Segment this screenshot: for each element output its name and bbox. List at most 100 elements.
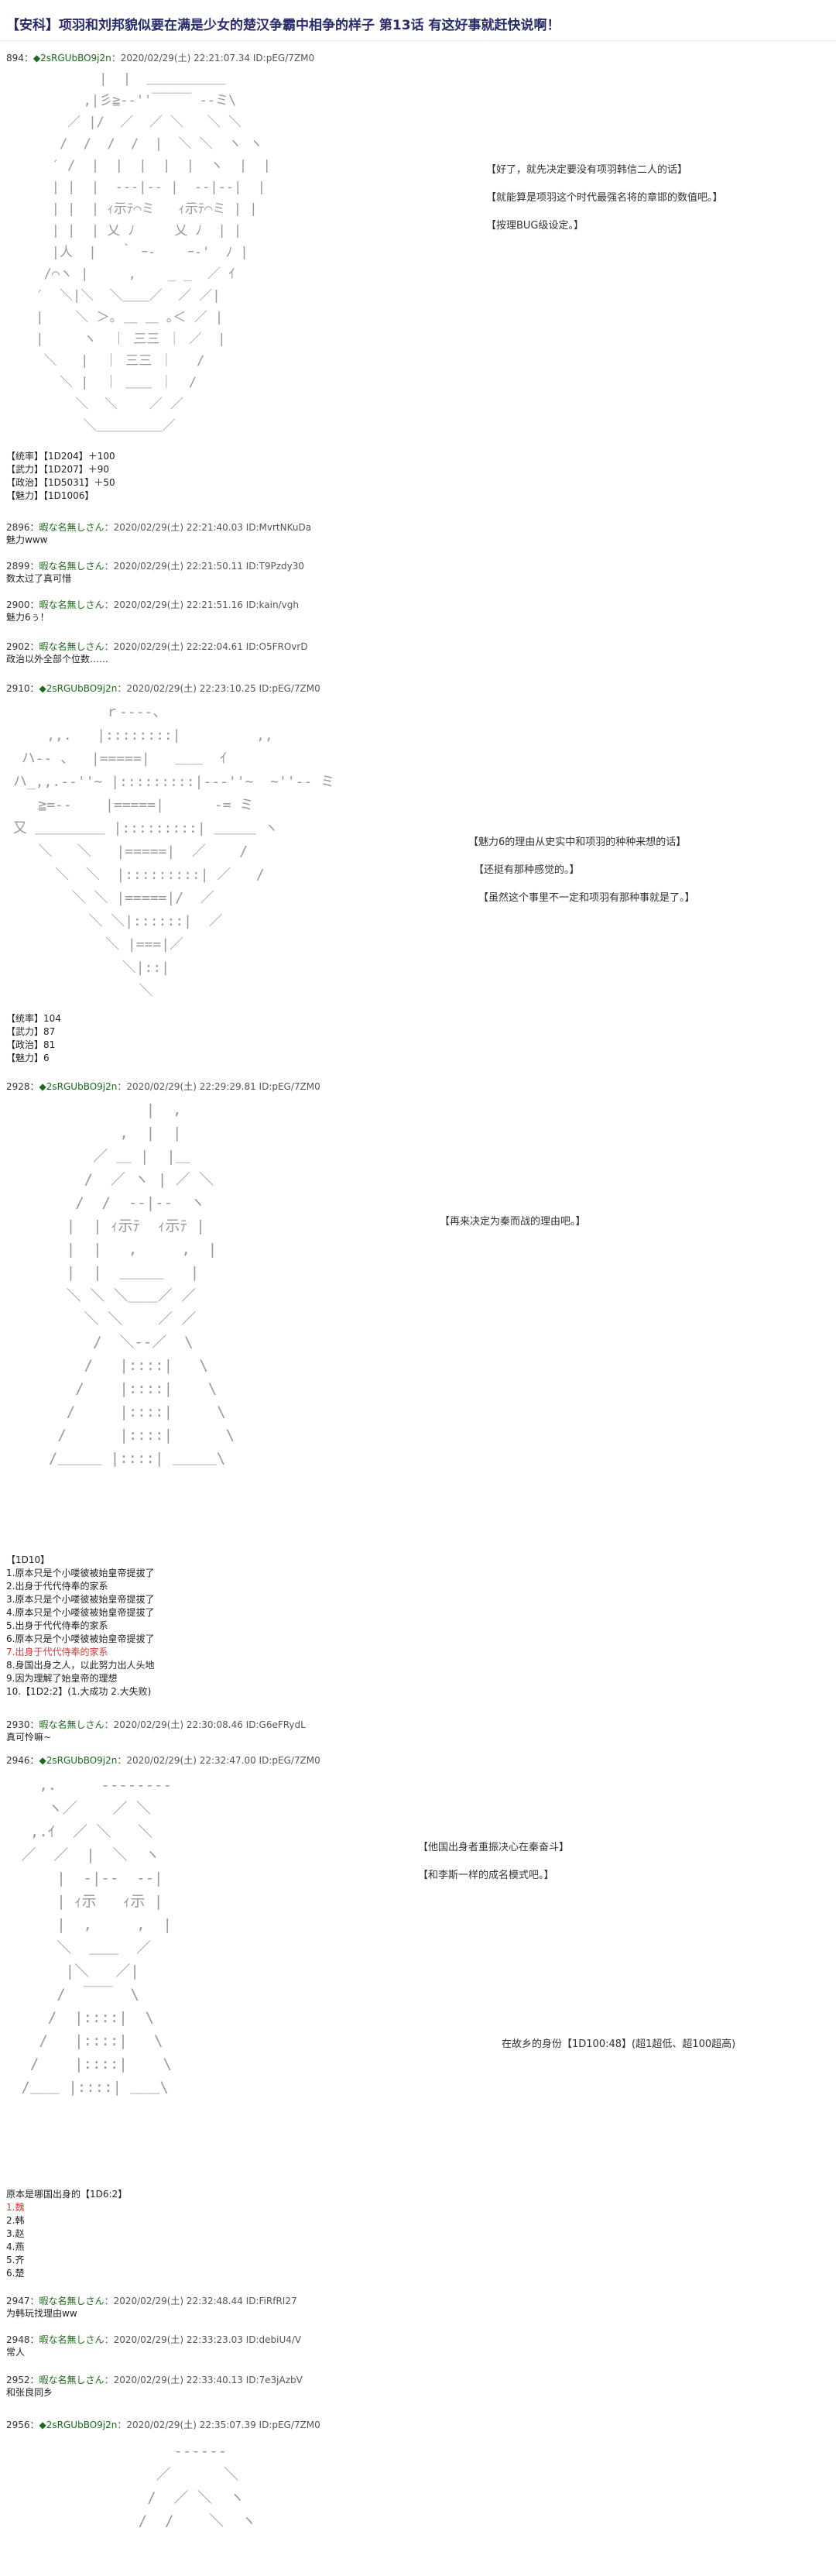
post-meta: ：2020/02/29(土) 22:32:48.44 ID:FiRfRI27: [104, 2296, 297, 2306]
post-body-line: 和张良同乡: [6, 2387, 53, 2398]
post-meta: ：2020/02/29(土) 22:22:04.61 ID:O5FROvrD: [104, 641, 308, 652]
post-note: 【就能算是项羽这个时代最强名将的章邯的数值吧。】: [486, 192, 723, 204]
post-body-line: 7.出身于代代侍奉的家系: [6, 1647, 108, 1657]
post-body-line: 3.原本只是个小喽彼被始皇帝提拔了: [6, 1594, 155, 1605]
post-body-line: 3.赵: [6, 2228, 25, 2239]
post-header: 2930：暇な名無しさん：2020/02/29(土) 22:30:08.46 I…: [6, 1718, 306, 1731]
poster-name: 2sRGUbBO9j2n: [40, 53, 111, 64]
post-body-line: 10.【1D2:2】(1.大成功 2.大失败): [6, 1686, 152, 1697]
post-body-line: 政治以外全部个位数……: [6, 654, 109, 665]
post-body-line: 2.出身于代代侍奉的家系: [6, 1581, 108, 1592]
post-header: 2946：◆2sRGUbBO9j2n：2020/02/29(土) 22:32:4…: [6, 1753, 320, 1767]
ascii-art: | | ＿＿＿＿＿＿ ,|彡≧-‐''￣￣￣ ‐-ミ\ ／ |/ ／ ／ ＼ ＼…: [36, 71, 271, 434]
post-meta: ：2020/02/29(土) 22:21:07.34 ID:pEG/7ZM0: [111, 53, 315, 64]
post-note: 【和李斯一样的成名模式吧。】: [418, 1870, 554, 1881]
post-body-line: 4.原本只是个小喽彼被始皇帝提拔了: [6, 1607, 155, 1618]
post-number[interactable]: 2930：: [6, 1719, 39, 1730]
post-number[interactable]: 2948：: [6, 2334, 39, 2345]
post-header: 2910：◆2sRGUbBO9j2n：2020/02/29(土) 22:23:1…: [6, 682, 320, 695]
post-header: 2947：暇な名無しさん：2020/02/29(土) 22:32:48.44 I…: [6, 2294, 297, 2307]
post-body-line: 数太过了真可惜: [6, 573, 72, 584]
poster-name: 暇な名無しさん: [39, 2375, 104, 2385]
post-header: 2902：暇な名無しさん：2020/02/29(土) 22:22:04.61 I…: [6, 640, 308, 653]
trip-mark: ◆: [39, 1081, 46, 1092]
post-meta: ：2020/02/29(土) 22:23:10.25 ID:pEG/7ZM0: [117, 683, 320, 694]
trip-mark: ◆: [39, 2420, 46, 2430]
ascii-art: | , , | | ／ ＿ | |＿ / ／ ヽ | ／ ＼ / / ‐‐|‐‐…: [48, 1101, 235, 1467]
post-header: 2956：◆2sRGUbBO9j2n：2020/02/29(土) 22:35:0…: [6, 2418, 320, 2431]
poster-name: 2sRGUbBO9j2n: [46, 2420, 118, 2430]
post-header: 2900：暇な名無しさん：2020/02/29(土) 22:21:51.16 I…: [6, 598, 299, 611]
post-body-line: 【统率】【1D204】＋100: [6, 451, 115, 462]
post-note: 【他国出身者重振决心在秦奋斗】: [418, 1842, 570, 1853]
poster-name: 暇な名無しさん: [39, 599, 104, 610]
ascii-art: ‐‐‐‐‐‐ ／ ＼ / ／ ＼ ヽ / / ＼ ヽ: [138, 2443, 257, 2530]
post-body-line: 【1D10】: [6, 1554, 50, 1565]
post-body-line: 2.韩: [6, 2215, 25, 2226]
poster-name: 暇な名無しさん: [39, 2296, 104, 2306]
post-body-line: 【政治】【1D5031】＋50: [6, 477, 115, 488]
post-number[interactable]: 2896：: [6, 522, 39, 533]
ascii-art: ,. ‐‐‐‐‐‐‐‐ ヽ／ ／ ＼ ,.ｲ ／ ＼ ＼ ／ ／ | ＼ ヽ |…: [21, 1777, 172, 2096]
post-number[interactable]: 2928：: [6, 1081, 39, 1092]
post-meta: ：2020/02/29(土) 22:33:23.03 ID:debiU4/V: [104, 2334, 302, 2345]
post-body-line: 6.楚: [6, 2268, 25, 2279]
poster-name: 暇な名無しさん: [39, 641, 104, 652]
trip-mark: ◆: [39, 683, 46, 694]
post-body-line: 9.因为理解了始皇帝的理想: [6, 1673, 118, 1684]
header-divider: [0, 40, 836, 41]
post-meta: ：2020/02/29(土) 22:21:40.03 ID:MvrtNKuDa: [104, 522, 312, 533]
post-body-line: 【魅力】6: [6, 1053, 50, 1063]
post-number[interactable]: 2952：: [6, 2375, 39, 2385]
post-body-line: 真可怜嘛~: [6, 1732, 52, 1743]
post-number[interactable]: 2946：: [6, 1755, 39, 1766]
post-number[interactable]: 2947：: [6, 2296, 39, 2306]
post-number[interactable]: 2910：: [6, 683, 39, 694]
post-meta: ：2020/02/29(土) 22:21:50.11 ID:T9Pzdy30: [104, 561, 305, 572]
post-number[interactable]: 2900：: [6, 599, 39, 610]
post-body-line: 1.原本只是个小喽彼被始皇帝提拔了: [6, 1568, 155, 1578]
post-body-line: 为韩玩找理由ww: [6, 2308, 77, 2319]
post-body-line: 【武力】87: [6, 1026, 56, 1037]
post-number[interactable]: 2899：: [6, 561, 39, 572]
post-note: 【好了，就先决定要没有项羽韩信二人的话】: [486, 164, 688, 176]
poster-name: 暇な名無しさん: [39, 561, 104, 572]
post-body-line: 魅力6ぅ！: [6, 612, 50, 623]
post-body-line: 【政治】81: [6, 1039, 56, 1050]
post-header: 2952：暇な名無しさん：2020/02/29(土) 22:33:40.13 I…: [6, 2373, 303, 2386]
post-body-line: 6.原本只是个小喽彼被始皇帝提拔了: [6, 1633, 155, 1644]
post-body-line: 8.身国出身之人，以此努力出人头地: [6, 1660, 155, 1671]
poster-name: 2sRGUbBO9j2n: [46, 1755, 118, 1766]
page-title[interactable]: 【安科】项羽和刘邦貌似要在满是少女的楚汉争霸中相争的样子 第13话 有这好事就赶…: [6, 18, 560, 33]
post-number[interactable]: 894：: [6, 53, 33, 64]
post-body-line: 5.齐: [6, 2255, 25, 2265]
post-body-line: 1.魏: [6, 2202, 25, 2213]
post-number[interactable]: 2902：: [6, 641, 39, 652]
poster-name: 2sRGUbBO9j2n: [46, 683, 118, 694]
post-header: 2948：暇な名無しさん：2020/02/29(土) 22:33:23.03 I…: [6, 2333, 301, 2346]
page-header: 【安科】项羽和刘邦貌似要在满是少女的楚汉争霸中相争的样子 第13话 有这好事就赶…: [0, 0, 836, 39]
post-body-line: 原本是哪国出身的【1D6:2】: [6, 2189, 128, 2200]
post-header: 2899：暇な名無しさん：2020/02/29(土) 22:21:50.11 I…: [6, 559, 304, 572]
post-meta: ：2020/02/29(土) 22:32:47.00 ID:pEG/7ZM0: [117, 1755, 320, 1766]
post-meta: ：2020/02/29(土) 22:33:40.13 ID:7e3jAzbV: [104, 2375, 303, 2385]
post-number[interactable]: 2956：: [6, 2420, 39, 2430]
post-header: 2928：◆2sRGUbBO9j2n：2020/02/29(土) 22:29:2…: [6, 1080, 320, 1093]
post-note: 【按理BUG级设定。】: [486, 220, 584, 232]
post-note: 【魅力6的理由从史实中和项羽的种种来想的话】: [468, 836, 687, 848]
post-body-line: 5.出身于代代侍奉的家系: [6, 1620, 108, 1631]
poster-name: 2sRGUbBO9j2n: [46, 1081, 118, 1092]
post-meta: ：2020/02/29(土) 22:30:08.46 ID:G6eFRydL: [104, 1719, 306, 1730]
post-note: 【还挺有那种感觉的。】: [474, 864, 580, 876]
post-body-line: 【魅力】【1D1006】: [6, 490, 94, 501]
poster-name: 暇な名無しさん: [39, 2334, 104, 2345]
poster-name: 暇な名無しさん: [39, 522, 104, 533]
post-body-line: 【统率】104: [6, 1013, 61, 1024]
poster-name: 暇な名無しさん: [39, 1719, 104, 1730]
post-body-line: 4.燕: [6, 2241, 25, 2252]
ascii-art: ｒ‐‐‐‐、 ,,. |::::::::| ,, ハ‐‐ 、 |=====| ＿…: [12, 704, 335, 999]
post-meta: ：2020/02/29(土) 22:35:07.39 ID:pEG/7ZM0: [117, 2420, 320, 2430]
post-meta: ：2020/02/29(土) 22:21:51.16 ID:kain/vgh: [104, 599, 299, 610]
post-meta: ：2020/02/29(土) 22:29:29.81 ID:pEG/7ZM0: [117, 1081, 320, 1092]
post-body-line: 魅力www: [6, 534, 48, 545]
